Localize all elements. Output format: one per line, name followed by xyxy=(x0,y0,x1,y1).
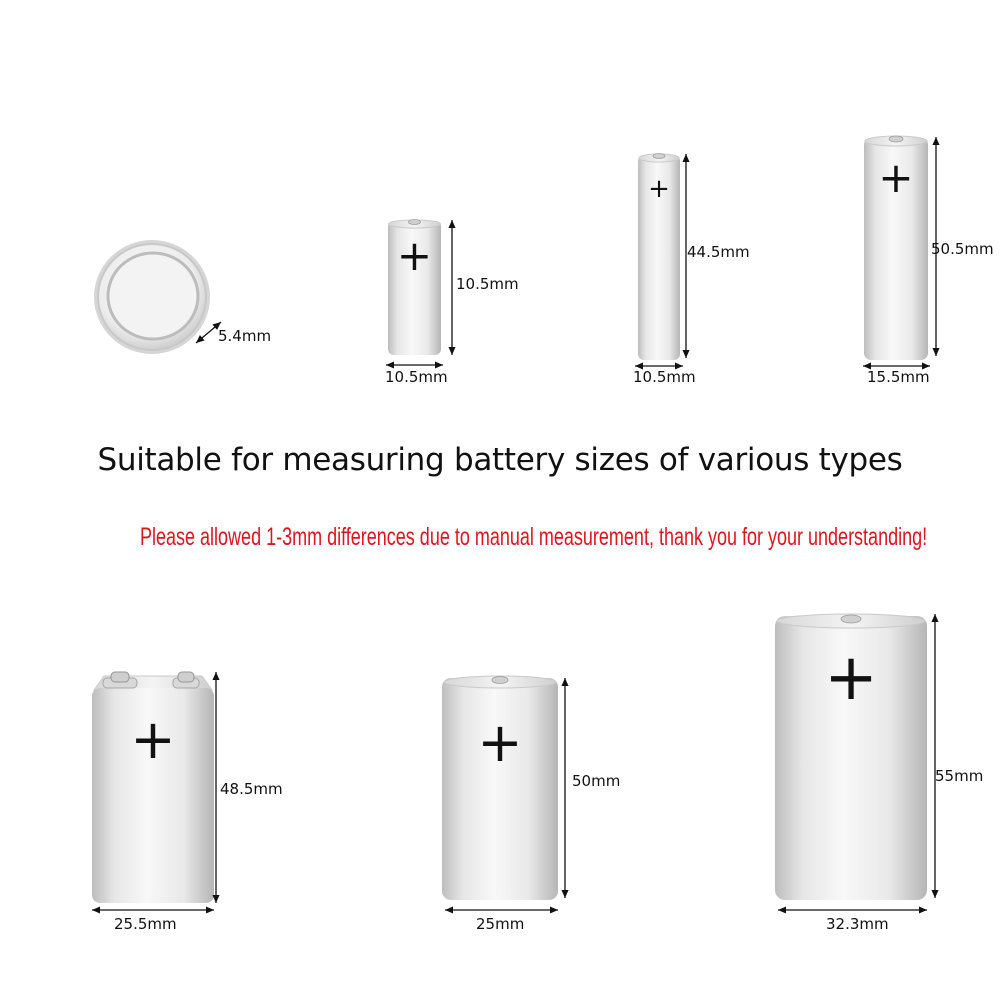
coin-thickness-label: 5.4mm xyxy=(218,327,272,345)
cylinder-battery-icon: + xyxy=(388,219,441,355)
aaa-height-label: 44.5mm xyxy=(687,243,750,261)
plus-icon: + xyxy=(397,231,432,280)
plus-icon: + xyxy=(130,708,175,771)
c-cell-width-label: 25mm xyxy=(476,915,525,933)
cylinder-battery-icon: + xyxy=(638,153,680,360)
small-cylinder-width-label: 10.5mm xyxy=(385,368,448,386)
page-title: Suitable for measuring battery sizes of … xyxy=(97,442,903,478)
aaa-width-label: 10.5mm xyxy=(633,368,696,386)
c-cell-height-label: 50mm xyxy=(572,772,621,790)
9v-battery-icon: + xyxy=(92,671,214,903)
small-cylinder-height-label: 10.5mm xyxy=(456,275,519,293)
plus-icon: + xyxy=(648,174,670,204)
9v-height-label: 48.5mm xyxy=(220,780,283,798)
plus-icon: + xyxy=(878,153,913,202)
measurement-notice: Please allowed 1-3mm differences due to … xyxy=(140,523,928,551)
d-cell-height-label: 55mm xyxy=(935,767,984,785)
aa-width-label: 15.5mm xyxy=(867,368,930,386)
cylinder-battery-icon: + xyxy=(864,135,928,360)
cylinder-battery-icon: + xyxy=(442,675,558,900)
coin-thickness-dimension-line xyxy=(195,321,222,344)
aa-height-label: 50.5mm xyxy=(931,240,994,258)
plus-icon: + xyxy=(824,641,878,715)
coin-battery-icon xyxy=(94,240,210,354)
cylinder-battery-icon: + xyxy=(775,613,927,900)
9v-width-label: 25.5mm xyxy=(114,915,177,933)
d-cell-width-label: 32.3mm xyxy=(826,915,889,933)
plus-icon: + xyxy=(477,711,522,774)
